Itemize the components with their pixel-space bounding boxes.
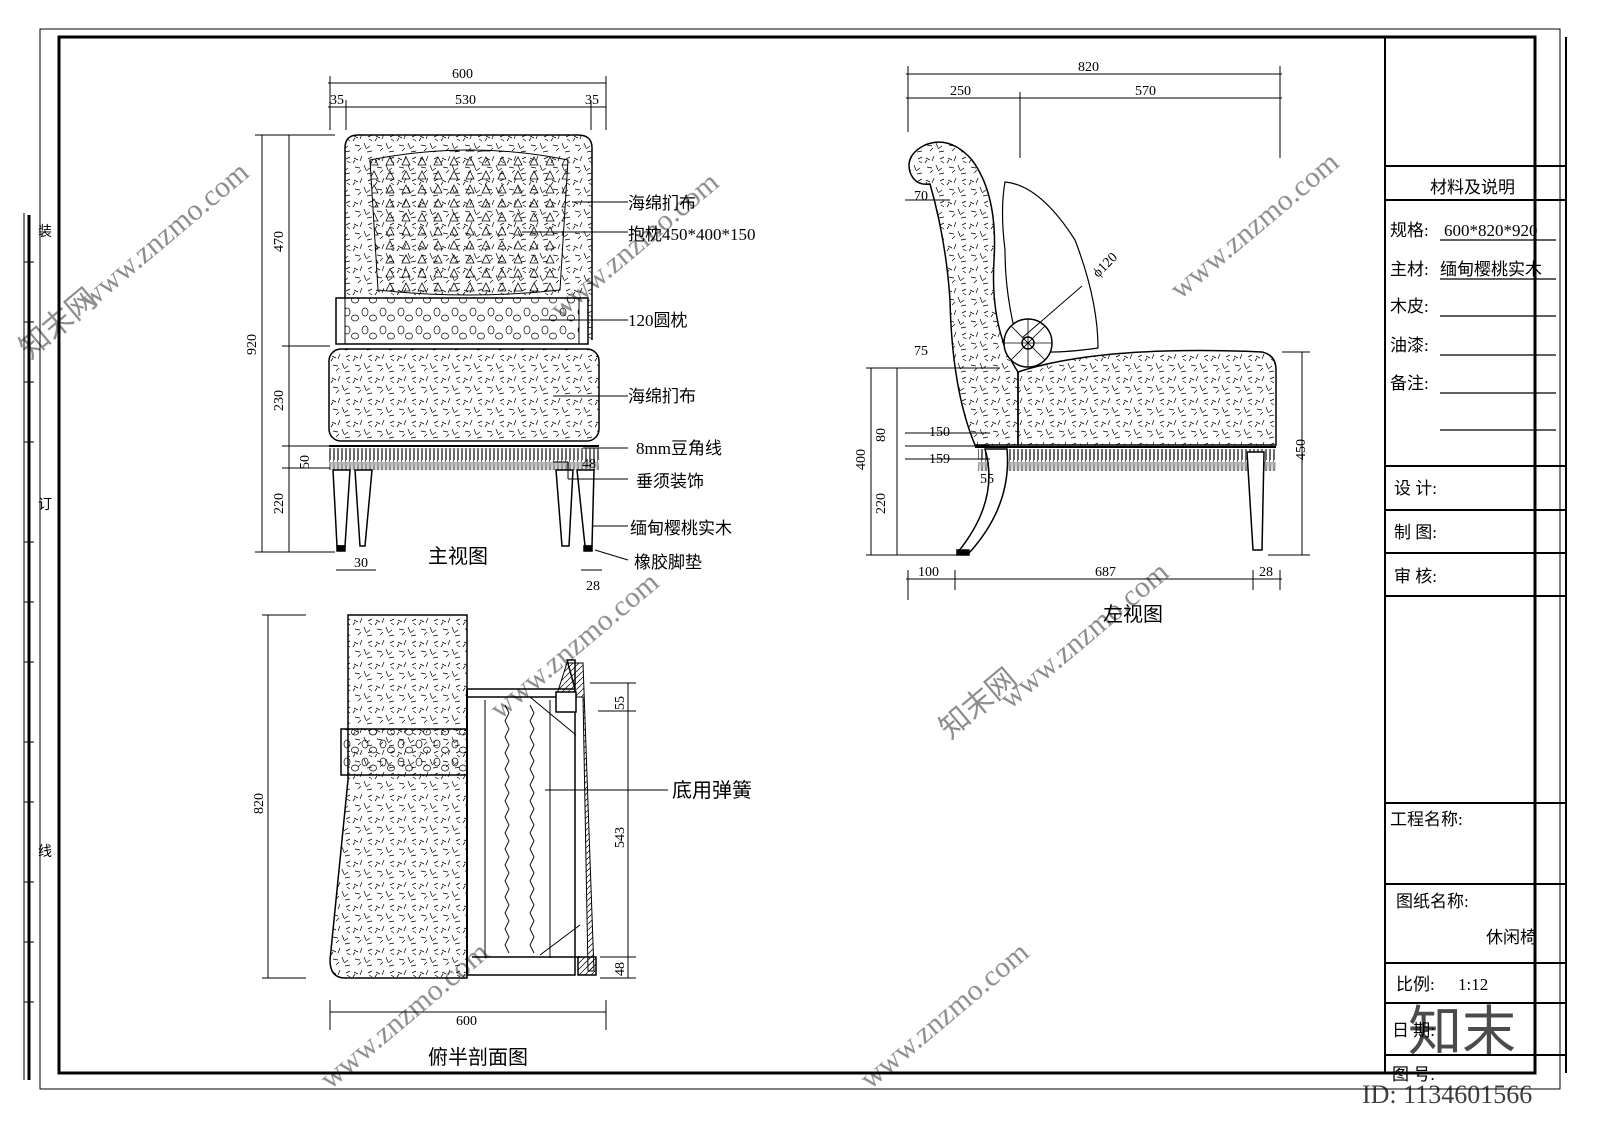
- label-pillow: 抱枕450*400*150: [628, 225, 756, 244]
- dim-side-75: 75: [914, 344, 928, 359]
- dim-front-35-right: 35: [585, 93, 599, 108]
- watermark-id: ID: 1134601566: [1362, 1080, 1532, 1109]
- dim-front-230: 230: [272, 390, 287, 411]
- plan-view: 820 55 543 48 600 底用弹簧 俯半剖面图: [252, 614, 752, 1069]
- dim-front-920: 920: [245, 334, 260, 355]
- tb-drafting-label: 制 图:: [1394, 523, 1437, 542]
- plan-view-title: 俯半剖面图: [428, 1046, 528, 1069]
- label-seat-fabric: 海绵扪布: [628, 387, 696, 406]
- dim-side-220: 220: [874, 493, 889, 514]
- dim-side-55: 55: [980, 472, 994, 487]
- dim-front-30: 30: [354, 556, 368, 571]
- dim-plan-55: 55: [613, 696, 628, 710]
- tb-scale-label: 比例:: [1396, 975, 1435, 994]
- label-fringe: 垂须装饰: [636, 472, 704, 491]
- dim-front-220: 220: [272, 493, 287, 514]
- tb-veneer-label: 木皮:: [1390, 297, 1429, 316]
- watermark-site-1: www.znzmo.com: [73, 155, 255, 315]
- label-bead-line: 8mm豆角线: [636, 439, 722, 458]
- dim-side-80: 80: [874, 428, 889, 442]
- dim-front-35-left: 35: [330, 93, 344, 108]
- label-back-fabric: 海绵扪布: [628, 194, 696, 213]
- front-view: 600 35 530 35 920 470 230 50 220 30 48 2…: [245, 67, 756, 594]
- binding-mark-ding: 订: [38, 497, 52, 513]
- side-chair-outline: [908, 141, 1277, 556]
- tb-design-label: 设 计:: [1394, 479, 1437, 498]
- tb-date-label: 日 期:: [1392, 1021, 1435, 1040]
- dim-side-100: 100: [918, 565, 939, 580]
- dim-front-470: 470: [272, 231, 287, 252]
- watermark-site-3: www.znzmo.com: [1163, 145, 1345, 305]
- dim-side-400: 400: [854, 449, 869, 470]
- side-dimension-lines: [866, 66, 1310, 600]
- tb-materials-header: 材料及说明: [1430, 178, 1515, 197]
- tb-notes-label: 备注:: [1390, 374, 1429, 393]
- plan-dimension-lines: [262, 614, 668, 1030]
- dim-plan-600: 600: [456, 1014, 477, 1029]
- dim-front-48: 48: [582, 457, 596, 472]
- plan-outline: [329, 614, 597, 979]
- dim-side-820: 820: [1078, 60, 1099, 75]
- front-view-title: 主视图: [428, 545, 488, 568]
- binding-mark-xian: 线: [38, 844, 52, 860]
- tb-paint-label: 油漆:: [1390, 336, 1429, 355]
- dim-side-250: 250: [950, 84, 971, 99]
- dim-side-28: 28: [1259, 565, 1273, 580]
- tb-review-label: 审 核:: [1394, 567, 1437, 586]
- dim-side-450: 450: [1294, 439, 1309, 460]
- binding-mark-zhuang: 装: [38, 224, 52, 240]
- label-bolster: 120圆枕: [628, 311, 688, 330]
- front-leader-lines: [522, 201, 629, 561]
- title-block: 材料及说明 规格: 600*820*920 主材: 缅甸樱桃实木 木皮: 油漆:…: [1384, 37, 1567, 1084]
- tb-main-material-value: 缅甸樱桃实木: [1440, 260, 1542, 279]
- tb-drawing-name-label: 图纸名称:: [1396, 892, 1469, 911]
- dim-front-530: 530: [455, 93, 476, 108]
- dim-plan-48: 48: [613, 962, 628, 976]
- dim-plan-820: 820: [252, 793, 267, 814]
- tb-number-label: 图 号:: [1392, 1065, 1435, 1084]
- label-pad: 橡胶脚垫: [634, 553, 702, 572]
- dim-front-28: 28: [586, 579, 600, 594]
- watermark-site-6: www.znzmo.com: [853, 935, 1035, 1095]
- tb-spec-label: 规格:: [1390, 221, 1429, 240]
- tb-spec-value: 600*820*920: [1444, 221, 1538, 240]
- dim-side-70: 70: [914, 189, 928, 204]
- tb-main-material-label: 主材:: [1390, 260, 1429, 279]
- dim-side-phi120: ϕ120: [1090, 250, 1121, 281]
- dim-front-50: 50: [298, 455, 313, 469]
- dim-side-159: 159: [929, 452, 950, 467]
- label-wood: 缅甸樱桃实木: [630, 519, 732, 538]
- side-view-title: 左视图: [1103, 603, 1163, 626]
- tb-scale-value: 1:12: [1458, 975, 1488, 994]
- dim-side-570: 570: [1135, 84, 1156, 99]
- tb-project-label: 工程名称:: [1390, 810, 1463, 829]
- front-dimension-lines: [255, 76, 607, 571]
- sheet-frame: [23, 28, 1561, 1090]
- dim-side-150: 150: [929, 425, 950, 440]
- side-view: 820 250 570 70 ϕ120 75 80 150 159 55 400…: [854, 60, 1310, 626]
- label-spring: 底用弹簧: [672, 779, 752, 802]
- dim-front-600: 600: [452, 67, 473, 82]
- dim-side-687: 687: [1095, 565, 1116, 580]
- watermark-logo: 知末: [1408, 1002, 1516, 1062]
- front-chair-outline: [328, 134, 600, 552]
- dim-plan-543: 543: [613, 827, 628, 848]
- tb-drawing-name-value: 休闲椅: [1486, 928, 1537, 947]
